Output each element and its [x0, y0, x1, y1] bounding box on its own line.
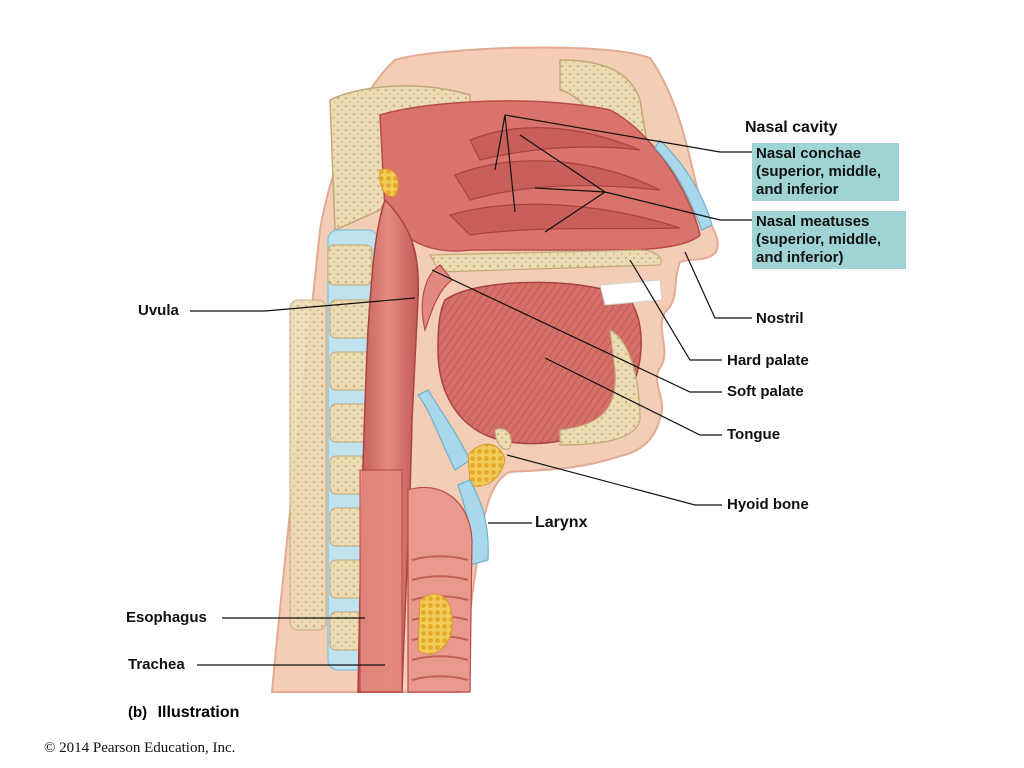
- label-larynx: Larynx: [535, 514, 588, 531]
- label-soft-palate: Soft palate: [727, 383, 804, 400]
- label-trachea: Trachea: [128, 656, 185, 673]
- adenoid-fat: [379, 168, 399, 197]
- label-nostril: Nostril: [756, 310, 804, 327]
- figure-caption: (b) Illustration: [128, 704, 239, 722]
- caption-text: Illustration: [157, 704, 240, 721]
- leader-lines: [190, 114, 752, 666]
- caption-tag: (b): [128, 704, 148, 721]
- middle-concha: [454, 160, 661, 201]
- superior-concha: [469, 127, 641, 161]
- nasal-conchae-line-3: and inferior: [756, 181, 839, 198]
- trachea-tube: [407, 486, 473, 693]
- larynx-fat: [467, 443, 506, 487]
- nasal-conchae-line-2: (superior, middle,: [756, 163, 882, 180]
- label-nasal-cavity: Nasal cavity: [745, 119, 838, 136]
- hyoid: [494, 428, 512, 450]
- label-esophagus: Esophagus: [126, 609, 207, 626]
- soft-palate-shape: [421, 264, 453, 333]
- label-nasal-meatuses: Nasal meatuses (superior, middle, and in…: [752, 211, 906, 269]
- nasal-conchae-line-1: Nasal conchae: [756, 145, 862, 162]
- label-tongue: Tongue: [727, 426, 781, 443]
- thyroid-fat: [417, 593, 453, 655]
- nasal-meatuses-line-1: Nasal meatuses: [756, 213, 870, 230]
- nasal-meatuses-line-3: and inferior): [756, 249, 844, 266]
- label-hard-palate: Hard palate: [727, 352, 809, 369]
- hard-palate-bone: [428, 249, 662, 273]
- nose-cartilage: [654, 139, 713, 231]
- label-nasal-conchae: Nasal conchae (superior, middle, and inf…: [752, 143, 899, 201]
- copyright-notice: © 2014 Pearson Education, Inc.: [44, 740, 236, 756]
- nasal-meatuses-line-2: (superior, middle,: [756, 231, 882, 248]
- upper-teeth: [599, 279, 663, 306]
- esophagus-tube: [359, 469, 403, 693]
- inferior-concha: [448, 203, 681, 236]
- label-uvula: Uvula: [138, 302, 179, 319]
- label-hyoid-bone: Hyoid bone: [727, 496, 809, 513]
